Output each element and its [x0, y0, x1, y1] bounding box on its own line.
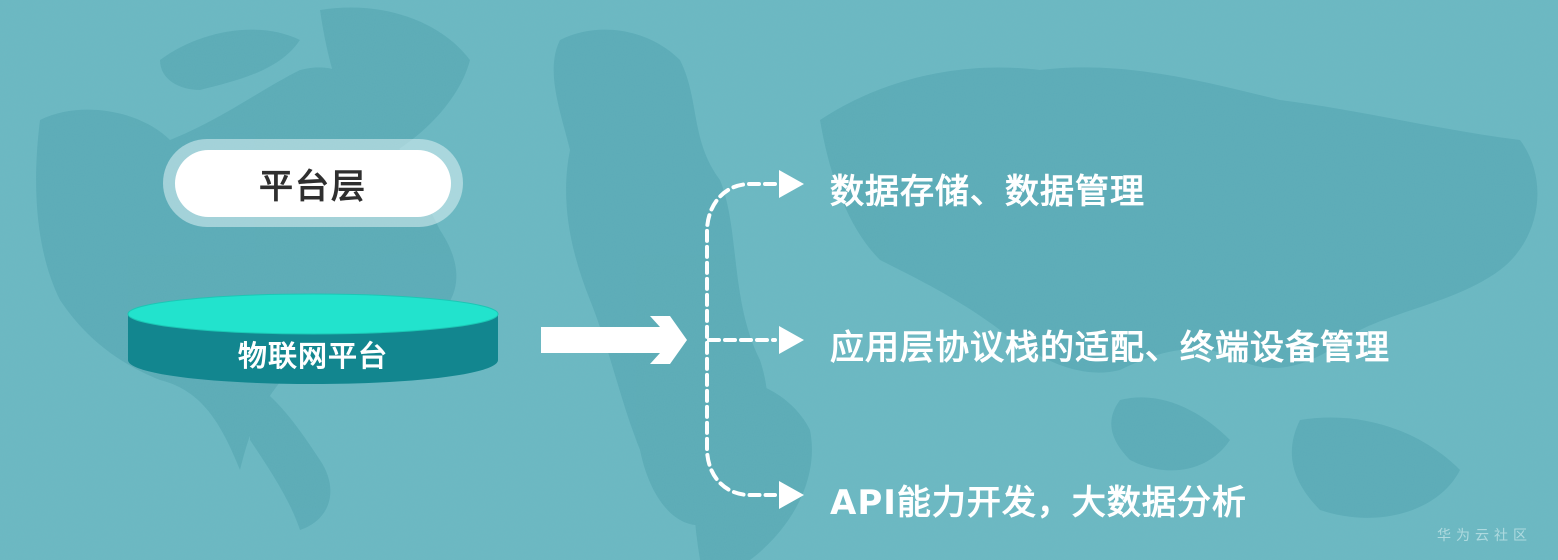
triangle-right-icon [779, 170, 804, 198]
triangle-right-icon [779, 326, 804, 354]
triangle-right-icon [779, 481, 804, 509]
item-protocol-adaptation: 应用层协议栈的适配、终端设备管理 [830, 328, 1390, 368]
item-data-storage: 数据存储、数据管理 [830, 172, 1145, 212]
watermark: 华为云社区 [1437, 528, 1532, 544]
layer-title: 平台层 [259, 167, 367, 207]
platform-label: 物联网平台 [237, 339, 388, 373]
platform-cylinder [127, 293, 499, 384]
right-arrow-icon [541, 316, 687, 364]
item-api-bigdata: API能力开发，大数据分析 [830, 483, 1247, 523]
layer-title-pill: 平台层 [175, 150, 451, 217]
